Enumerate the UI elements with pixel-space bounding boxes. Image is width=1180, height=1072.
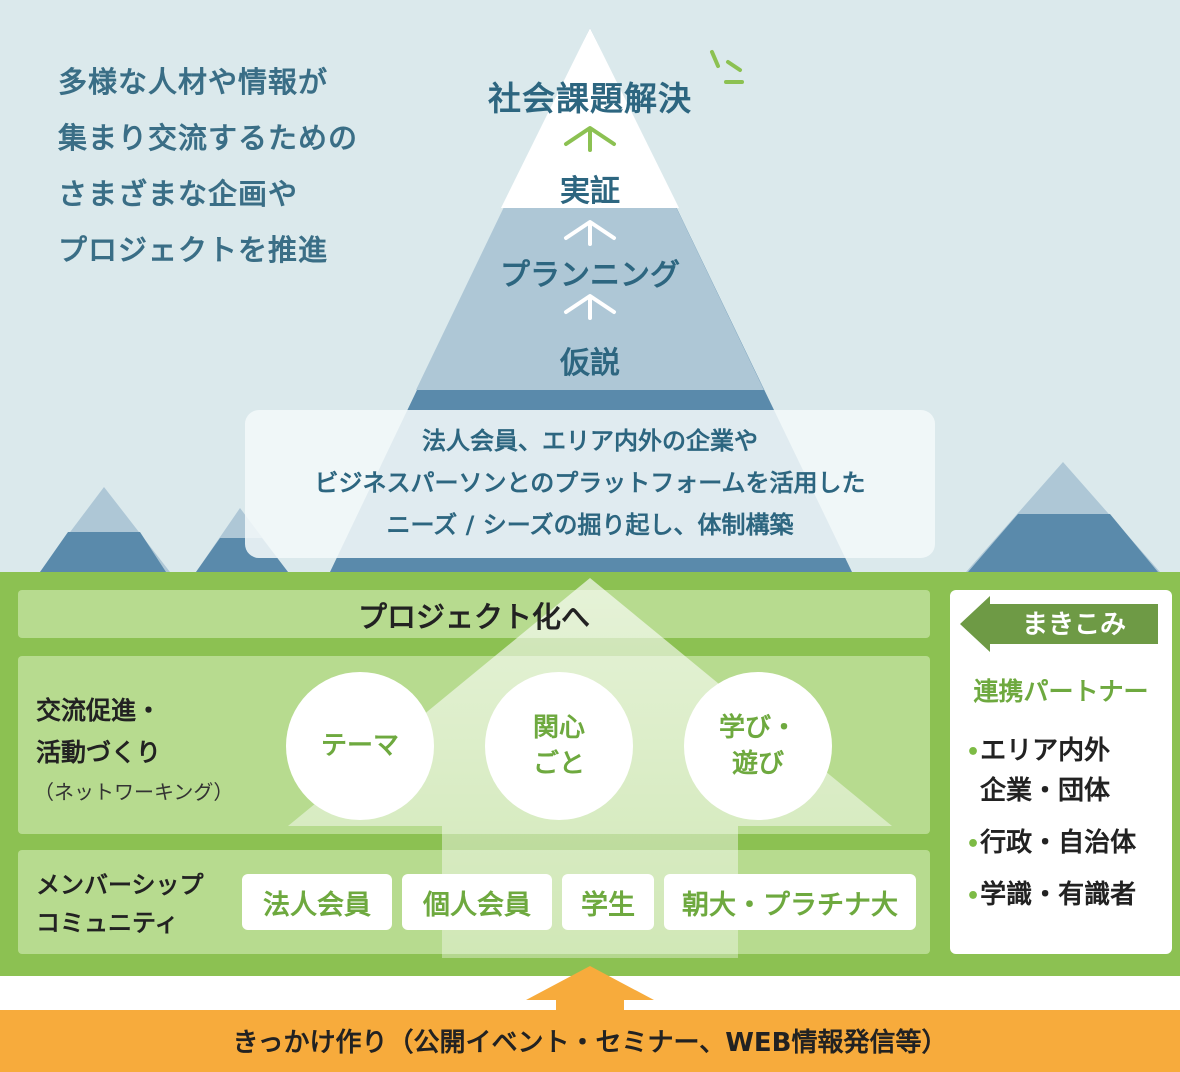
circle-line: 遊び <box>731 749 784 779</box>
activity-label-line: 交流促進・ <box>36 696 162 725</box>
platform-line: 法人会員、エリア内外の企業や <box>422 427 758 455</box>
circle-line: ごと <box>532 749 585 779</box>
circle-line: 学び・ <box>718 713 797 743</box>
platform-line: ニーズ / シーズの掘り起し、体制構築 <box>386 511 794 539</box>
arrow-up-icon-white-1 <box>564 220 616 246</box>
makikomi-label: まきこみ <box>1021 610 1126 640</box>
member-pill-corporate: 法人会員 <box>242 874 392 930</box>
arrow-up-icon-green <box>564 126 616 152</box>
member-pill-student: 学生 <box>562 874 654 930</box>
platform-line: ビジネスパーソンとのプラットフォームを活用した <box>314 469 866 497</box>
partner-item-line: 学識・有識者 <box>980 880 1137 910</box>
partner-item: •学識・有識者 <box>966 876 1136 916</box>
intro-line: 多様な人材や情報が <box>58 65 329 99</box>
partner-item-line: 行政・自治体 <box>980 828 1137 858</box>
bullet-icon: • <box>966 832 981 857</box>
member-pill-university: 朝大・プラチナ大 <box>664 874 916 930</box>
partner-item-line: エリア内外 <box>980 736 1111 766</box>
circle-line: 関心 <box>532 713 585 743</box>
small-mountain-right <box>966 462 1160 572</box>
trigger-bar <box>0 1010 1180 1072</box>
circle-theme: テーマ <box>286 672 434 820</box>
arrow-up-icon-white-2 <box>564 294 616 320</box>
bullet-icon: • <box>966 884 981 909</box>
partner-item: •エリア内外 企業・団体 <box>966 732 1110 810</box>
activity-label-line: 活動づくり <box>36 738 162 767</box>
project-bar <box>18 590 930 638</box>
platform-box <box>245 410 935 558</box>
small-mountain-left-1 <box>40 487 170 572</box>
intro-line: さまざまな企画や <box>58 177 299 211</box>
activity-label: 交流促進・ 活動づくり <box>36 690 161 774</box>
intro-line: 集まり交流するための <box>58 121 359 155</box>
circle-line: テーマ <box>320 731 399 761</box>
bullet-icon: • <box>966 740 981 765</box>
makikomi-arrow <box>960 596 1158 652</box>
membership-label-line: コミュニティ <box>36 909 179 937</box>
activity-sublabel: （ネットワーキング） <box>34 780 234 804</box>
platform-text: 法人会員、エリア内外の企業や ビジネスパーソンとのプラットフォームを活用した ニ… <box>245 420 935 546</box>
member-pill-individual: 個人会員 <box>402 874 552 930</box>
intro-line: プロジェクトを推進 <box>58 233 329 267</box>
circle-learning-play: 学び・ 遊び <box>684 672 832 820</box>
circle-interest: 関心 ごと <box>485 672 633 820</box>
partner-box <box>950 590 1172 954</box>
membership-label-line: メンバーシップ <box>36 871 204 899</box>
sparkle-icon <box>710 50 744 84</box>
trigger-text: きっかけ作り（公開イベント・セミナー、WEB情報発信等） <box>232 1028 948 1058</box>
intro-text: 多様な人材や情報が 集まり交流するための さまざまな企画や プロジェクトを推進 <box>58 54 438 278</box>
project-title: プロジェクト化へ <box>357 600 590 634</box>
partner-title: 連携パートナー <box>973 677 1149 706</box>
pyramid-step-hypothesis: 仮説 <box>560 346 620 381</box>
membership-label: メンバーシップ コミュニティ <box>36 866 204 942</box>
pyramid-step-planning: プランニング <box>500 258 680 293</box>
pyramid-goal: 社会課題解決 <box>488 79 692 118</box>
pyramid-step-verification: 実証 <box>560 174 620 209</box>
partner-item: •行政・自治体 <box>966 824 1136 864</box>
partner-item-line: 企業・団体 <box>980 776 1111 806</box>
